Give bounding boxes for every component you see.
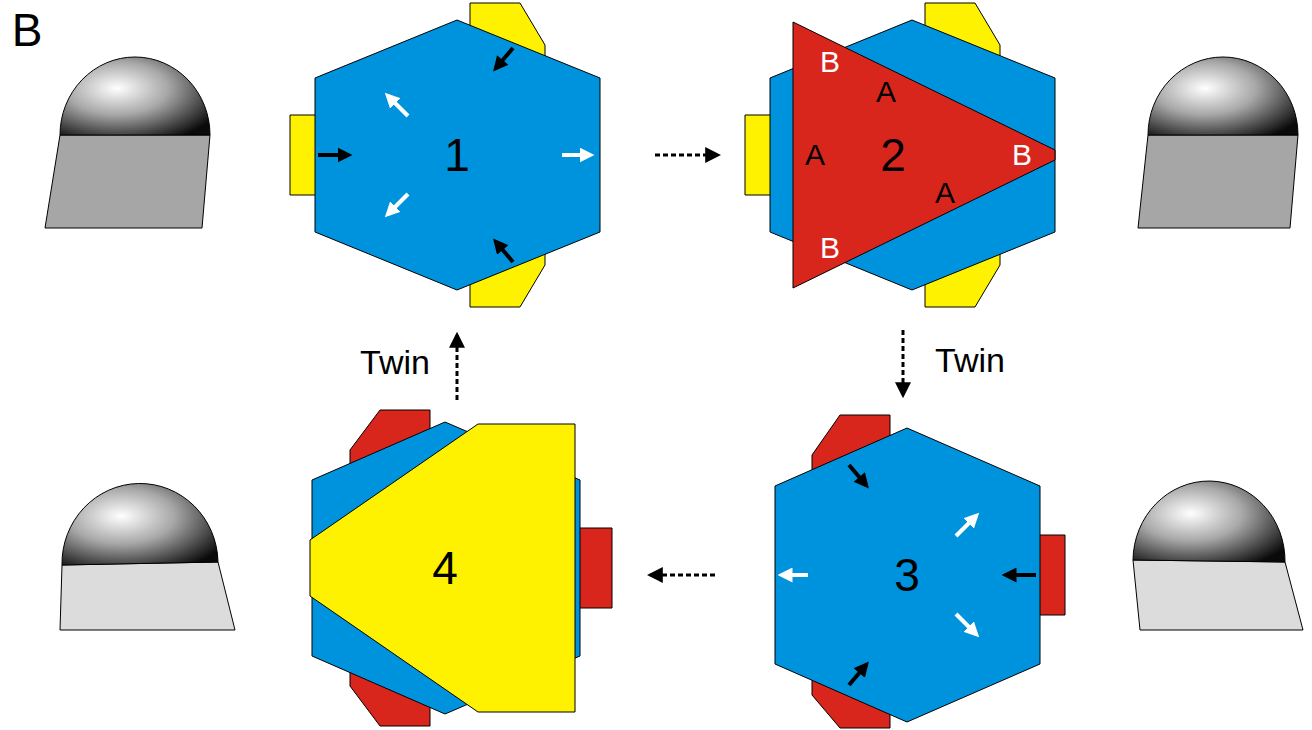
dome <box>60 57 210 135</box>
site-letter: B <box>820 233 840 263</box>
site-letter: A <box>876 77 896 107</box>
hemisphere-sample <box>60 483 235 630</box>
transition-arrow <box>456 335 459 400</box>
hemisphere-sample <box>45 57 210 228</box>
transition-arrow <box>902 330 905 395</box>
blue-layer <box>770 20 1055 290</box>
blue-hexagon-shape <box>775 428 1040 722</box>
hemisphere-sample <box>1138 57 1298 228</box>
slab <box>45 135 210 228</box>
site-letter: B <box>1012 140 1032 170</box>
dome <box>1148 57 1298 135</box>
transition-label: Twin <box>360 345 430 379</box>
red-triangle-shape <box>793 22 1055 288</box>
transition-label: Twin <box>935 343 1005 377</box>
hemisphere-sample <box>1133 481 1303 630</box>
panel-letter: B <box>12 7 43 53</box>
yellow-triangle: 4 <box>310 424 575 712</box>
slab <box>60 562 235 630</box>
transition-arrow <box>655 154 718 157</box>
blue-hexagon: 3 <box>775 428 1040 722</box>
panel-number: 3 <box>894 552 920 598</box>
site-letter: A <box>935 178 955 208</box>
dome <box>1133 481 1285 562</box>
yellow-triangle-shape <box>310 424 575 712</box>
blue-hexagon-shape <box>315 20 600 290</box>
panel-number: 1 <box>444 132 470 178</box>
dome <box>62 483 218 565</box>
panel-number: 2 <box>880 132 906 178</box>
blue-hexagon: 1 <box>315 20 600 290</box>
transition-arrow <box>650 574 715 577</box>
slab <box>1133 560 1303 630</box>
slab <box>1138 135 1298 228</box>
panel-number: 4 <box>432 545 458 591</box>
site-letter: A <box>805 140 825 170</box>
site-letter: B <box>820 47 840 77</box>
